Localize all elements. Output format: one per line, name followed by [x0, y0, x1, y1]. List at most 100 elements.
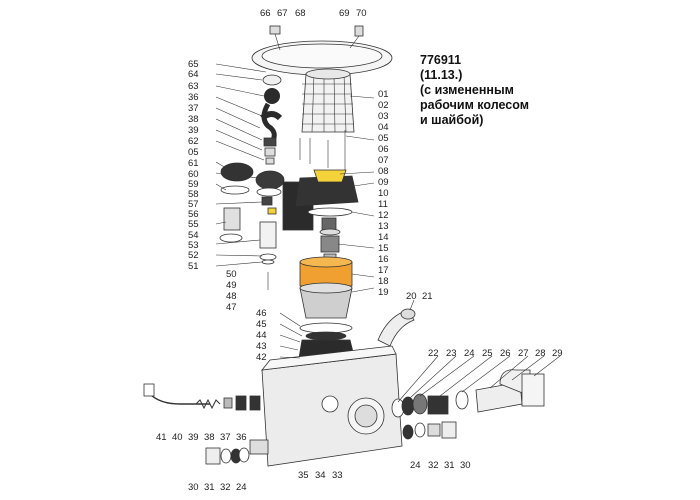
- part-label: 39: [188, 125, 199, 136]
- part-label: 36: [236, 432, 247, 443]
- cable-spring: [195, 398, 221, 410]
- capacitor: [259, 221, 277, 249]
- part-label: 05: [188, 147, 199, 158]
- part-label: 05: [378, 133, 389, 144]
- part-label: 57: [188, 199, 199, 210]
- part-label: 21: [422, 291, 433, 302]
- part-label: 38: [188, 114, 199, 125]
- part-label: 70: [356, 8, 367, 19]
- part-label: 42: [256, 352, 267, 363]
- float-ball: [264, 88, 280, 104]
- part-label: 31: [204, 482, 215, 493]
- part-label: 62: [188, 136, 199, 147]
- part-label: 24: [464, 348, 475, 359]
- part-label: 20: [406, 291, 417, 302]
- part-label: 06: [378, 144, 389, 155]
- part-label: 30: [460, 460, 471, 471]
- part-label: 33: [332, 470, 343, 481]
- part-label: 37: [188, 103, 199, 114]
- switch-housing: [255, 170, 285, 190]
- part-label: 11: [378, 199, 388, 210]
- leader-lines: [215, 63, 561, 403]
- part-label: 63: [188, 81, 199, 92]
- part-label: 18: [378, 276, 389, 287]
- part-label: 48: [226, 291, 237, 302]
- part-label: 32: [220, 482, 231, 493]
- part-label: 68: [295, 8, 306, 19]
- lid-screw: [269, 25, 281, 35]
- part-label: 32: [428, 460, 439, 471]
- float-ring: [262, 74, 282, 86]
- part-label: 39: [188, 432, 199, 443]
- part-label: 43: [256, 341, 267, 352]
- part-label: 23: [446, 348, 457, 359]
- model-note: и шайбой): [420, 113, 483, 127]
- part-label: 46: [256, 308, 267, 319]
- model-date: (11.13.): [420, 68, 462, 82]
- part-label: 45: [256, 319, 267, 330]
- lid-screw: [354, 25, 364, 37]
- part-label: 61: [188, 158, 199, 169]
- part-label: 34: [315, 470, 326, 481]
- yellow-cap: [313, 169, 347, 183]
- part-label: 13: [378, 221, 389, 232]
- discharge-elbow: [377, 309, 415, 347]
- part-labels: 66 67 68 69 70 65 64 63 36 37 38 39 62 0…: [156, 8, 563, 493]
- float-hose: [261, 102, 277, 144]
- model-number: 776911: [420, 53, 461, 67]
- hose-elbow: [260, 111, 283, 121]
- part-label: 24: [236, 482, 247, 493]
- part-label: 19: [378, 287, 389, 298]
- part-label: 03: [378, 111, 389, 122]
- part-label: 08: [378, 166, 389, 177]
- part-label: 60: [188, 169, 199, 180]
- power-plug: [143, 383, 155, 397]
- model-note: (с измененным: [420, 83, 514, 97]
- part-label: 27: [518, 348, 529, 359]
- filter-basket: [301, 68, 355, 133]
- part-label: 28: [535, 348, 546, 359]
- part-label: 29: [552, 348, 563, 359]
- part-label: 52: [188, 250, 199, 261]
- part-label: 37: [220, 432, 231, 443]
- part-label: 02: [378, 100, 389, 111]
- part-label: 58: [188, 189, 199, 200]
- part-label: 69: [339, 8, 350, 19]
- pressure-switch: [220, 162, 254, 182]
- part-label: 04: [378, 122, 389, 133]
- part-label: 50: [226, 269, 237, 280]
- part-label: 36: [188, 92, 199, 103]
- part-label: 65: [188, 59, 199, 70]
- part-label: 31: [444, 460, 455, 471]
- part-label: 47: [226, 302, 237, 313]
- part-label: 22: [428, 348, 439, 359]
- part-label: 55: [188, 219, 199, 230]
- part-label: 16: [378, 254, 389, 265]
- part-label: 12: [378, 210, 389, 221]
- part-label: 40: [172, 432, 183, 443]
- part-label: 38: [204, 432, 215, 443]
- part-label: 54: [188, 230, 199, 241]
- top-lid-inner: [261, 43, 383, 69]
- part-label: 59: [188, 179, 199, 190]
- part-label: 44: [256, 330, 267, 341]
- part-label: 17: [378, 265, 389, 276]
- part-label: 64: [188, 69, 199, 80]
- part-label: 35: [298, 470, 309, 481]
- part-label: 66: [260, 8, 271, 19]
- part-label: 14: [378, 232, 389, 243]
- model-note: рабочим колесом: [420, 98, 529, 112]
- part-label: 56: [188, 209, 199, 220]
- part-label: 10: [378, 188, 389, 199]
- part-label: 15: [378, 243, 389, 254]
- part-label: 01: [378, 89, 389, 100]
- model-info: 776911 (11.13.) (с измененным рабочим ко…: [420, 53, 529, 127]
- part-label: 41: [156, 432, 167, 443]
- part-label: 09: [378, 177, 389, 188]
- cable-gland: [223, 207, 241, 231]
- gasket: [299, 322, 353, 334]
- part-label: 30: [188, 482, 199, 493]
- part-label: 51: [188, 261, 199, 272]
- part-label: 24: [410, 460, 421, 471]
